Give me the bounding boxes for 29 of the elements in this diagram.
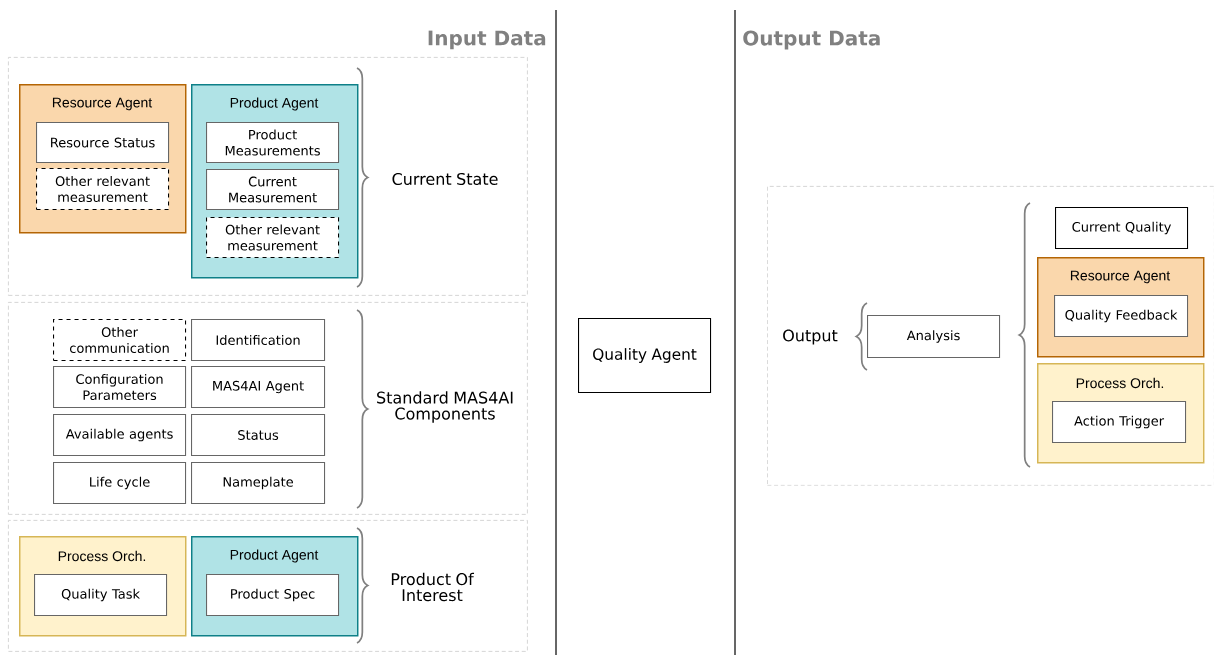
dashed-box: Other relevant measurement — [206, 217, 340, 259]
brace-label: Current State — [392, 172, 498, 186]
dashed-box: Other relevant measurement — [36, 168, 170, 211]
component-box: Quality Agent — [578, 318, 712, 394]
dashed-box: Other communication — [53, 319, 187, 362]
brace-label: Product Of Interest — [391, 572, 475, 602]
component-box: Action Trigger — [1052, 401, 1187, 444]
component-box: Analysis — [867, 315, 1001, 359]
component-box: Product Measurements — [206, 122, 340, 164]
component-box: Status — [191, 414, 326, 457]
section-title: Output Data — [743, 30, 880, 50]
component-box: Nameplate — [191, 462, 326, 505]
dashed-panel — [8, 302, 528, 515]
component-box: MAS4AI Agent — [191, 366, 326, 409]
component-box: Configuration Parameters — [53, 366, 187, 409]
component-box: Life cycle — [53, 462, 187, 505]
component-box: Quality Feedback — [1054, 295, 1189, 338]
dashed-panel — [8, 57, 528, 296]
component-box: Resource Status — [36, 122, 170, 164]
brace-label: Standard MAS4AI Components — [377, 391, 513, 423]
dashed-panel — [8, 520, 528, 652]
component-box: Current Quality — [1055, 207, 1189, 250]
brace-label: Output — [783, 329, 838, 345]
component-box: Current Measurement — [206, 169, 340, 211]
section-title: Input Data — [428, 30, 546, 50]
component-box: Identification — [191, 319, 326, 362]
component-box: Quality Task — [34, 574, 168, 617]
component-box: Product Spec — [206, 574, 340, 617]
component-box: Available agents — [53, 414, 187, 457]
